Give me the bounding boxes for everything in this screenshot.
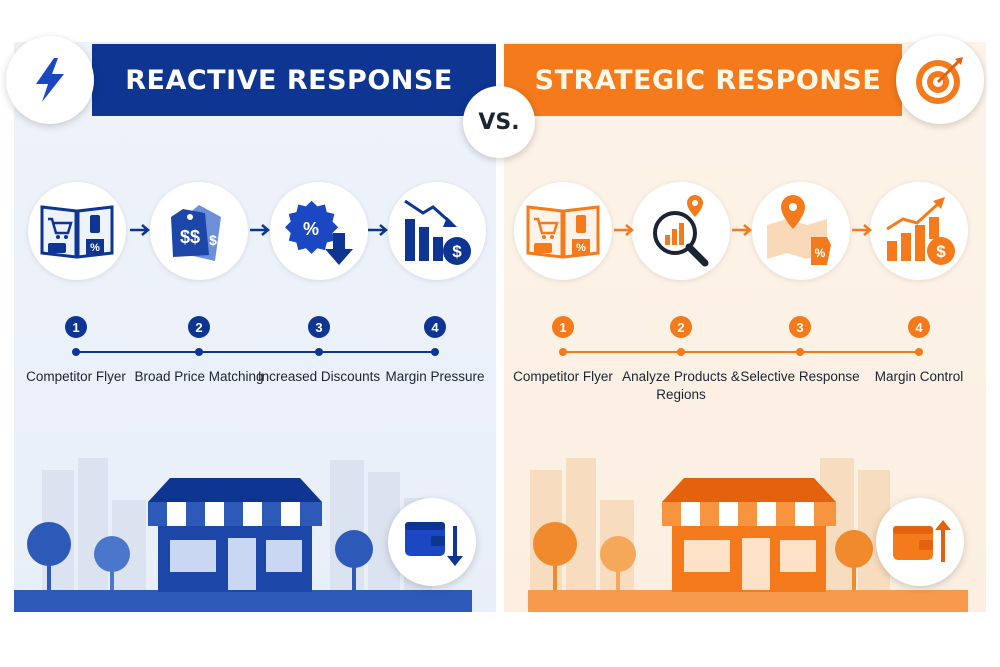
svg-text:$$: $$: [180, 227, 200, 247]
step-icon-rising: $: [870, 182, 968, 280]
step-icon-discount: %: [270, 182, 368, 280]
timeline-dot: [431, 348, 439, 356]
arrow-right-icon: [614, 224, 634, 236]
rising-bars-icon: $: [886, 197, 955, 265]
timeline-dot: [796, 348, 804, 356]
wallet-up-icon: [876, 498, 964, 586]
timeline-dot: [195, 348, 203, 356]
reactive-title: REACTIVE RESPONSE: [92, 44, 496, 116]
arrow-right-icon: [250, 224, 270, 236]
step-number: 4: [908, 316, 930, 338]
step-number: 4: [424, 316, 446, 338]
flyer-icon: %: [526, 205, 600, 259]
target-icon: [896, 36, 984, 124]
svg-text:$: $: [209, 232, 217, 248]
step-number: 1: [552, 316, 574, 338]
map-pin-icon: %: [767, 195, 831, 265]
timeline-dot: [315, 348, 323, 356]
timeline-line: [76, 351, 434, 353]
arrow-right-icon: [732, 224, 752, 236]
step-label: Selective Response: [740, 369, 860, 384]
step-icon-analyze: [632, 182, 730, 280]
step-icon-declining: $: [388, 182, 486, 280]
step-label: Margin Control: [874, 369, 964, 384]
step-label: Broad Price Matching: [134, 369, 264, 384]
step-label: Competitor Flyer: [513, 369, 613, 384]
left-trees: [27, 522, 373, 590]
timeline-dot: [677, 348, 685, 356]
step-label: Margin Pressure: [385, 369, 485, 384]
svg-text:$: $: [936, 242, 946, 261]
step-number: 2: [670, 316, 692, 338]
flyer-icon: %: [40, 205, 114, 259]
step-label: Increased Discounts: [257, 369, 381, 384]
arrow-right-icon: [368, 224, 388, 236]
svg-text:%: %: [90, 242, 100, 254]
svg-text:%: %: [303, 219, 319, 239]
magnifier-chart-icon: [653, 195, 709, 267]
arrow-right-icon: [130, 224, 150, 236]
step-number: 3: [789, 316, 811, 338]
step-icon-flyer: %: [28, 182, 126, 280]
step-icon-selective: %: [752, 182, 850, 280]
strategic-title: STRATEGIC RESPONSE: [504, 44, 902, 116]
versus-badge: VS.: [463, 86, 535, 158]
step-icon-price-tags: $$ $: [150, 182, 248, 280]
timeline-dot: [559, 348, 567, 356]
price-tags-icon: $$ $: [171, 205, 221, 261]
step-number: 3: [308, 316, 330, 338]
declining-bars-icon: $: [404, 199, 471, 265]
svg-text:%: %: [815, 246, 826, 260]
step-label: Competitor Flyer: [26, 369, 126, 384]
svg-text:$: $: [452, 242, 462, 261]
step-label: Analyze Products & Regions: [622, 369, 740, 402]
timeline-dot: [72, 348, 80, 356]
lightning-bolt-icon: [6, 36, 94, 124]
step-icon-flyer: %: [514, 182, 612, 280]
step-number: 2: [188, 316, 210, 338]
step-number: 1: [65, 316, 87, 338]
wallet-down-icon: [388, 498, 476, 586]
left-store: [148, 478, 322, 592]
timeline-line: [563, 351, 919, 353]
right-store: [662, 478, 836, 592]
arrow-right-icon: [852, 224, 872, 236]
timeline-dot: [915, 348, 923, 356]
right-trees: [533, 522, 873, 590]
discount-down-icon: %: [285, 200, 353, 265]
svg-text:%: %: [576, 242, 586, 254]
